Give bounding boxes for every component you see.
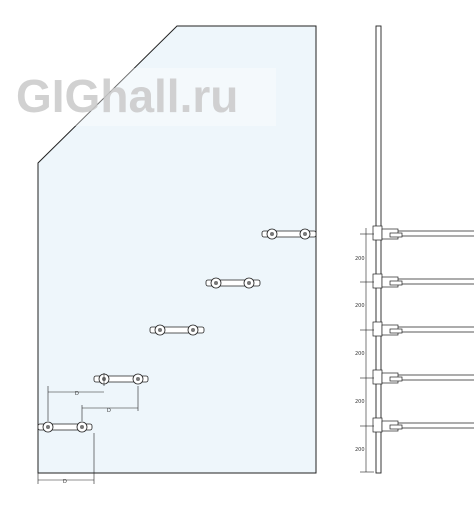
watermark-text: GIGhall.ru <box>16 70 238 122</box>
side-clamp-1 <box>372 225 403 241</box>
dimension-label-1: D <box>75 391 79 397</box>
dimension-label-2: D <box>107 408 111 414</box>
side-clamp-4 <box>372 369 403 385</box>
side-clamp-5 <box>372 417 403 433</box>
spacing-label-3: 200 <box>355 351 365 357</box>
side-clamp-2 <box>372 273 403 289</box>
fitting-step-4 <box>205 277 261 289</box>
side-clamp-3 <box>372 321 403 337</box>
spacing-label-5: 200 <box>355 447 365 453</box>
side-dimension-chain <box>360 228 374 473</box>
dimension-mid-step <box>81 386 139 421</box>
dimension-label-3: D <box>63 479 67 485</box>
dimension-bottom-step <box>37 433 95 484</box>
spacing-label-1: 200 <box>355 256 365 262</box>
dimension-top-step <box>47 373 105 421</box>
watermark-backdrop <box>14 68 276 126</box>
fitting-step-1 <box>37 421 93 433</box>
fitting-step-5 <box>261 228 317 240</box>
glass-panel-front <box>37 25 317 474</box>
side-view-post <box>375 25 382 474</box>
spacing-label-2: 200 <box>355 303 365 309</box>
fitting-step-3 <box>149 324 205 336</box>
spacing-label-4: 200 <box>355 399 365 405</box>
